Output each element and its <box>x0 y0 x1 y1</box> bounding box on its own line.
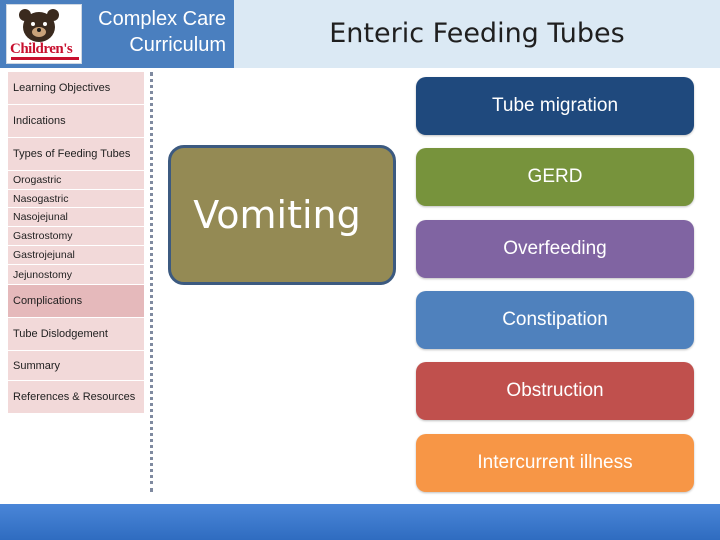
cause-node-intercurrent-illness: Intercurrent illness <box>416 434 694 492</box>
sidebar-item-tube-dislodgement[interactable]: Tube Dislodgement <box>8 318 144 351</box>
cause-node-gerd: GERD <box>416 148 694 206</box>
logo-text: Children's <box>10 41 73 57</box>
sidebar-divider <box>150 72 153 492</box>
sidebar-item-complications[interactable]: Complications <box>8 285 144 318</box>
sidebar-item-indications[interactable]: Indications <box>8 105 144 138</box>
curriculum-title-line1: Complex Care <box>98 8 226 30</box>
cause-node-constipation: Constipation <box>416 291 694 349</box>
childrens-logo[interactable]: Children's <box>6 4 82 64</box>
sidebar-subitem-nasogastric[interactable]: Nasogastric <box>8 190 144 208</box>
center-node-vomiting: Vomiting <box>168 145 396 285</box>
page-title: Enteric Feeding Tubes <box>329 18 625 49</box>
sidebar-subitem-nasojejunal[interactable]: Nasojejunal <box>8 208 144 227</box>
header-bar: Children's Complex Care Curriculum Enter… <box>0 0 720 68</box>
cause-node-overfeeding: Overfeeding <box>416 220 694 278</box>
sidebar-item-types-of-feeding-tubes[interactable]: Types of Feeding Tubes <box>8 138 144 171</box>
curriculum-title: Complex Care Curriculum <box>76 6 226 58</box>
header-brand-panel: Children's Complex Care Curriculum <box>0 0 234 68</box>
cause-node-tube-migration: Tube migration <box>416 77 694 135</box>
sidebar-subitem-orogastric[interactable]: Orogastric <box>8 171 144 190</box>
sidebar-subitem-gastrostomy[interactable]: Gastrostomy <box>8 227 144 246</box>
bear-icon <box>19 9 59 42</box>
sidebar-item-references-resources[interactable]: References & Resources <box>8 381 144 414</box>
logo-underline <box>11 57 79 60</box>
cause-node-obstruction: Obstruction <box>416 362 694 420</box>
sidebar-item-learning-objectives[interactable]: Learning Objectives <box>8 72 144 105</box>
sidebar-subitem-jejunostomy[interactable]: Jejunostomy <box>8 265 144 285</box>
sidebar-subitem-gastrojejunal[interactable]: Gastrojejunal <box>8 246 144 265</box>
sidebar-item-summary[interactable]: Summary <box>8 351 144 381</box>
footer-bar <box>0 504 720 540</box>
curriculum-title-line2: Curriculum <box>129 34 226 56</box>
